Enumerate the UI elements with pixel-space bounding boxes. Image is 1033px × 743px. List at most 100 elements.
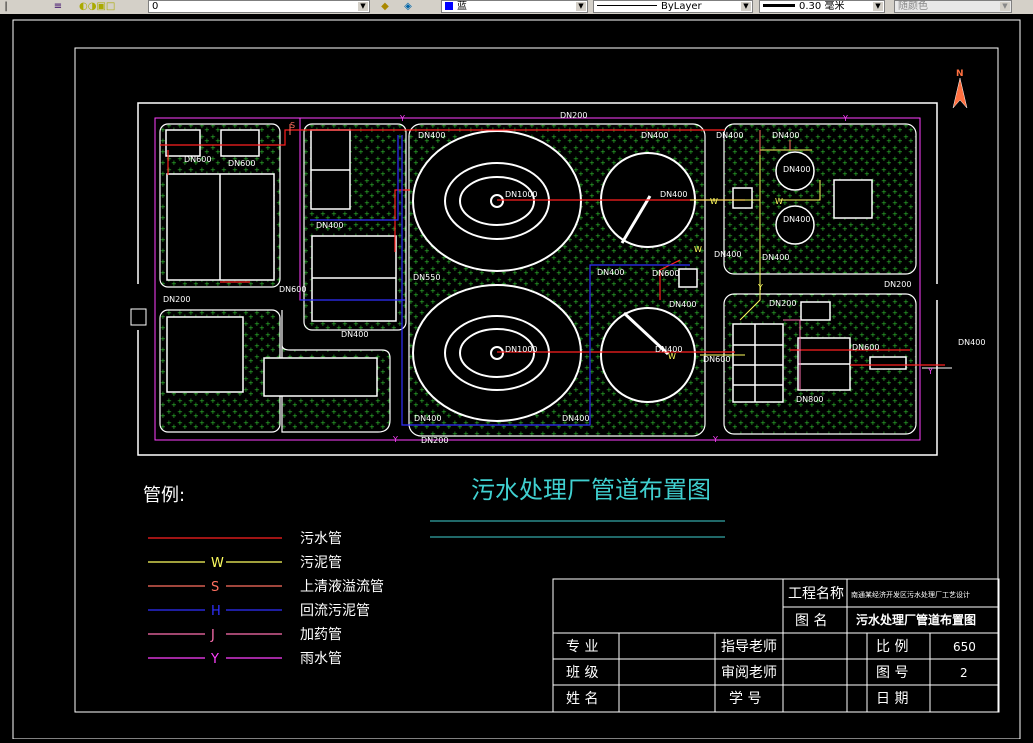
layer-manager-icon[interactable]: ≡ <box>53 1 63 12</box>
pipe-label: DN400 <box>655 345 682 354</box>
inner-border <box>74 47 999 713</box>
svg-text:W: W <box>694 245 702 254</box>
svg-text:W: W <box>775 197 783 206</box>
pipe-label: DN200 <box>884 280 911 289</box>
chevron-down-icon[interactable]: ▼ <box>576 2 586 11</box>
drawing-no-label: 图 号 <box>876 665 908 681</box>
pipes-return-sludge <box>300 135 690 426</box>
pipe-label: DN200 <box>769 299 796 308</box>
student-no-label: 学 号 <box>729 691 761 707</box>
cad-drawing: + + <box>12 19 1021 740</box>
pipe-label: DN400 <box>716 131 743 140</box>
pipe-label: DN400 <box>783 165 810 174</box>
svg-text:W: W <box>710 197 718 206</box>
drawing-title: 污水处理厂管道布置图 <box>471 476 711 504</box>
drawing-no-value: 2 <box>960 666 968 680</box>
date-label: 日 期 <box>876 691 908 707</box>
chevron-down-icon[interactable]: ▼ <box>741 2 751 11</box>
drawing-name-label: 图 名 <box>795 613 827 629</box>
oxidation-ditches <box>412 130 582 422</box>
pipe-label: DN200 <box>421 436 448 445</box>
layer-state-icons[interactable]: ◐◑▣□ <box>79 1 116 12</box>
pipe-label: DN1000 <box>505 345 538 354</box>
legend-label: 加药管 <box>300 627 342 643</box>
svg-text:W: W <box>668 352 676 361</box>
chevron-down-icon[interactable]: ▼ <box>1000 2 1010 11</box>
linetype-value: ByLayer <box>661 1 702 12</box>
svg-text:Y: Y <box>842 114 848 123</box>
pipe-label: DN600 <box>703 355 730 364</box>
layer-previous-icon[interactable]: ◈ <box>404 1 412 12</box>
legend-label: 污泥管 <box>300 555 342 571</box>
plotstyle-dropdown[interactable]: 随颜色 ▼ <box>894 0 1012 13</box>
legend-item: J 加药管 <box>148 627 342 643</box>
north-label: N <box>956 69 964 79</box>
chevron-down-icon[interactable]: ▼ <box>873 2 883 11</box>
chevron-down-icon[interactable]: ▼ <box>358 2 368 11</box>
project-label: 工程名称 <box>788 586 844 602</box>
drawing-name-value: 污水处理厂管道布置图 <box>856 612 976 627</box>
svg-text:Y: Y <box>399 114 405 123</box>
legend-item: 污水管 <box>148 531 342 547</box>
color-value: 蓝 <box>457 1 467 12</box>
buildings-right <box>678 151 907 403</box>
make-current-layer-icon[interactable]: ◆ <box>381 1 389 12</box>
layer-value: 0 <box>152 1 159 12</box>
pipe-label: DN600 <box>852 343 879 352</box>
drawing-canvas[interactable]: + + <box>0 14 1033 740</box>
pipes-chemical <box>783 319 801 390</box>
legend-code: H <box>211 604 221 619</box>
class-label: 班 级 <box>566 665 598 681</box>
layer-dropdown[interactable]: 0 ▼ <box>148 0 370 13</box>
legend-code: J <box>210 628 215 643</box>
legend-label: 污水管 <box>300 531 342 547</box>
buildings-left <box>165 129 397 397</box>
name-label: 姓 名 <box>566 691 598 707</box>
lineweight-dropdown[interactable]: 0.30 毫米 ▼ <box>759 0 885 13</box>
lineweight-value: 0.30 毫米 <box>799 1 845 12</box>
pipe-label: DN1000 <box>505 190 538 199</box>
pipe-label: DN400 <box>414 414 441 423</box>
pipe-label-group: DN200 DN600 DN600 DN400 DN400 DN400 DN40… <box>163 111 985 445</box>
pipe-label: DN600 <box>652 269 679 278</box>
pipe-label: DN400 <box>783 215 810 224</box>
svg-text:Y: Y <box>392 435 398 444</box>
pipes-sludge <box>690 149 821 356</box>
major-label: 专 业 <box>566 639 598 655</box>
pipe-label: DN400 <box>418 131 445 140</box>
pipe-label: DN400 <box>341 330 368 339</box>
site-boundary <box>137 102 938 456</box>
pipe-label: DN400 <box>772 131 799 140</box>
pipe-label: DN400 <box>958 338 985 347</box>
legend-item: H 回流污泥管 <box>148 603 370 619</box>
property-toolbar: | ≡ ◐◑▣□ 0 ▼ ◆ ◈ 蓝 ▼ ByLayer ▼ 0.30 毫米 ▼… <box>0 0 1033 15</box>
scale-label: 比 例 <box>876 639 908 655</box>
linetype-dropdown[interactable]: ByLayer ▼ <box>593 0 753 13</box>
title-block <box>552 578 1000 713</box>
pipe-label: DN400 <box>762 253 789 262</box>
title-block-text: 工程名称 南通某经济开发区污水处理厂工艺设计 图 名 污水处理厂管道布置图 专 … <box>566 586 976 707</box>
color-dropdown[interactable]: 蓝 ▼ <box>441 0 588 13</box>
pipe-label: DN400 <box>316 221 343 230</box>
svg-text:S: S <box>290 121 295 130</box>
linetype-sample <box>597 5 657 6</box>
legend-label: 回流污泥管 <box>300 603 370 619</box>
pipe-label: DN400 <box>714 250 741 259</box>
legend-title: 管例: <box>143 485 185 506</box>
pipe-label: DN400 <box>597 268 624 277</box>
pipe-label: DN400 <box>562 414 589 423</box>
toolbar-scroll-icon[interactable]: | <box>4 1 8 12</box>
legend-code: Y <box>210 652 219 667</box>
svg-text:Y: Y <box>712 435 718 444</box>
advisor-label: 指导老师 <box>721 639 777 655</box>
project-value: 南通某经济开发区污水处理厂工艺设计 <box>851 590 970 599</box>
svg-text:Y: Y <box>757 283 763 292</box>
gate-box <box>130 308 147 326</box>
pipe-code-marks: Y Y S W W W W Y Y Y Y <box>290 114 933 444</box>
pipe-label: DN600 <box>228 159 255 168</box>
svg-text:Y: Y <box>927 367 933 376</box>
